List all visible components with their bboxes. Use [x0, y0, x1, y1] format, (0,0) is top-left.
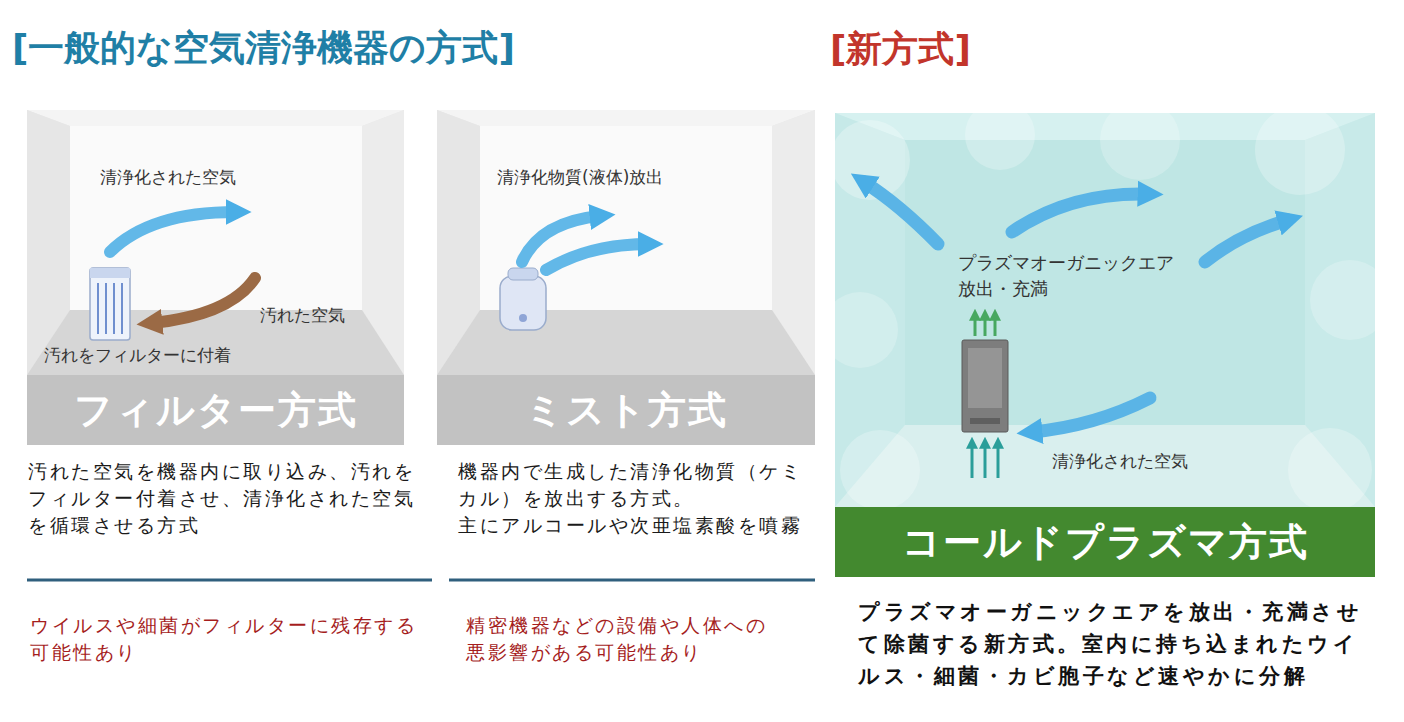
- divider-rule: [449, 579, 815, 582]
- drawback-note: 精密機器などの設備や人体への悪影響がある可能性あり: [466, 612, 781, 666]
- room-ground: [27, 110, 404, 375]
- cloud: [1310, 260, 1390, 340]
- illustration-label: プラズマオーガニックエア 放出・充満: [958, 250, 1185, 302]
- cloud: [1100, 100, 1180, 180]
- plasma-air-arrow: [1012, 194, 1148, 232]
- humidifier-dial: [519, 314, 527, 322]
- plasma-device: [962, 340, 1008, 432]
- intake-arrow: [997, 444, 1000, 478]
- intake-arrow: [971, 444, 974, 478]
- illustration-label: 清浄化された空気: [1052, 450, 1188, 473]
- cloud: [1288, 428, 1372, 512]
- dirty-air-arrow: [152, 278, 255, 323]
- drawback-note: ウイルスや細菌がフィルターに残存する可能性あり: [30, 612, 425, 666]
- method-band: コールドプラズマ方式: [835, 507, 1375, 577]
- room-ceiling: [27, 110, 404, 126]
- method-name: フィルター方式: [74, 385, 358, 436]
- illustration-label: 清浄化された空気: [100, 166, 236, 189]
- method-name: ミスト方式: [525, 385, 728, 436]
- method-band: ミスト方式: [437, 375, 815, 445]
- humidifier-icon: [500, 276, 546, 330]
- plasma-device-vent: [970, 418, 1000, 424]
- return-air-arrow: [1032, 398, 1150, 432]
- air-purifier-top: [90, 268, 130, 278]
- divider-rule: [27, 579, 432, 582]
- intake-arrow: [984, 444, 987, 478]
- description: 主にアルコールや次亜塩素酸を噴霧: [458, 512, 808, 539]
- humidifier-cap: [508, 268, 538, 280]
- method-band: フィルター方式: [27, 375, 404, 445]
- mist-arrow: [546, 244, 648, 270]
- plasma-air-arrow: [864, 182, 938, 244]
- room-floor: [437, 310, 815, 375]
- plasma-device-panel: [968, 348, 1002, 408]
- heading: [一般的な空気清浄機器の方式]: [12, 24, 515, 73]
- room-floor: [27, 310, 404, 375]
- emission-arrow: [984, 316, 987, 336]
- emission-arrow: [994, 316, 997, 336]
- cloud: [840, 430, 920, 510]
- plasma-air-arrow: [1205, 220, 1288, 262]
- clean-air-arrow: [110, 212, 236, 252]
- air-purifier-grille: [97, 283, 99, 334]
- illustration-label: 汚れをフィルターに付着: [44, 344, 231, 367]
- air-purifier-grille: [105, 283, 107, 334]
- illustration-label: 汚れた空気: [260, 304, 345, 327]
- method-name: コールドプラズマ方式: [902, 517, 1309, 568]
- heading: [新方式]: [830, 24, 971, 73]
- cloud: [1255, 105, 1345, 195]
- cloud: [822, 292, 898, 368]
- room-ground: [437, 110, 815, 375]
- air-purifier-icon: [90, 268, 130, 340]
- description: 汚れた空気を機器内に取り込み、汚れをフィルター付着させ、清浄化された空気を循環さ…: [28, 458, 423, 539]
- air-purifier-grille: [113, 283, 115, 334]
- description: 機器内で生成した清浄化物質（ケミカル）を放出する方式。: [458, 458, 808, 512]
- room-ceiling: [437, 110, 815, 126]
- emission-arrow: [974, 316, 977, 336]
- air-purifier-grille: [121, 283, 123, 334]
- cloud: [965, 100, 1035, 170]
- description: プラズマオーガニックエアを放出・充満させて除菌する新方式。室内に持ち込まれたウイ…: [858, 596, 1363, 692]
- illustration-label: 清浄化物質(液体)放出: [497, 166, 663, 189]
